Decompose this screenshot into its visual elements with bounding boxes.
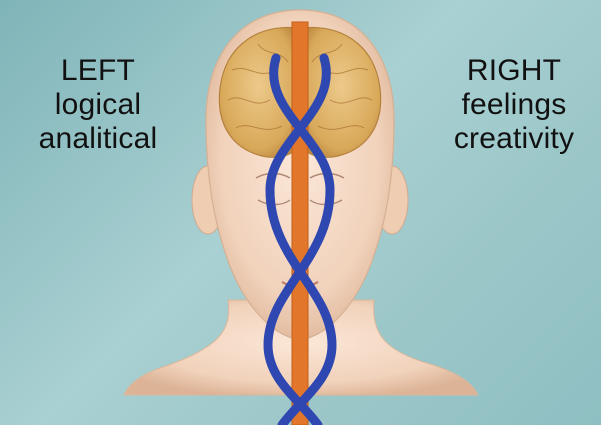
left-hemisphere-label: LEFT logical analitical [18, 54, 178, 156]
right-title: RIGHT [434, 54, 594, 88]
right-hemisphere-label: RIGHT feelings creativity [434, 54, 594, 156]
right-trait-1: feelings [434, 88, 594, 122]
right-trait-2: creativity [434, 122, 594, 156]
left-title: LEFT [18, 54, 178, 88]
left-trait-2: analitical [18, 122, 178, 156]
left-trait-1: logical [18, 88, 178, 122]
central-axis [292, 22, 308, 425]
